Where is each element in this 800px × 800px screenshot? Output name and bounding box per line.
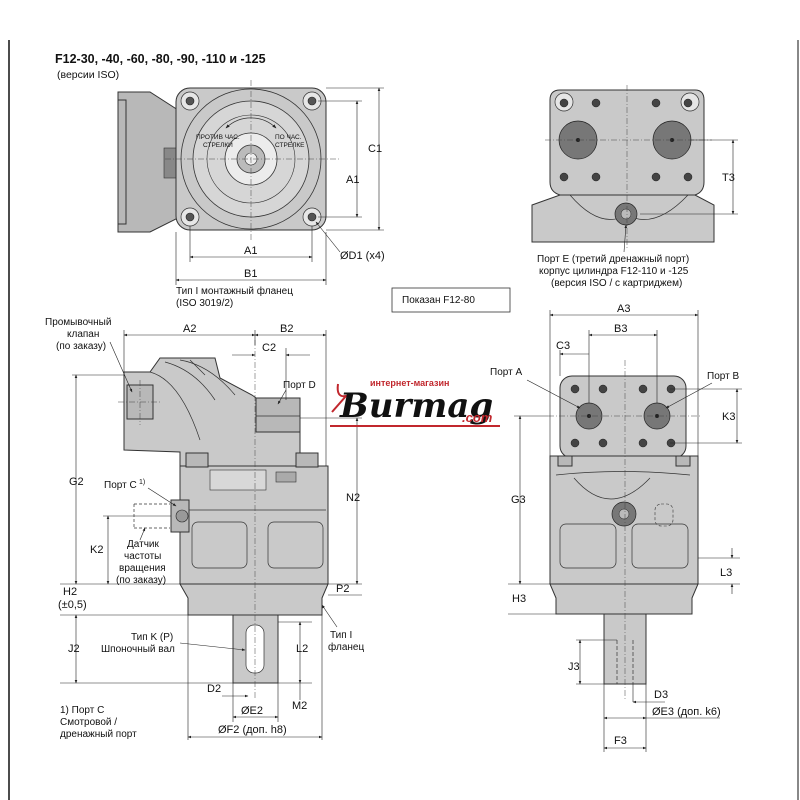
watermark-brand: Burmag [339, 386, 493, 426]
flange-note-2: (ISO 3019/2) [176, 298, 233, 309]
port-c-footnote-ref: 1) [139, 479, 145, 486]
speed-sensor-label-1: Датчик [127, 539, 159, 550]
dim-d2: D2 [207, 683, 221, 695]
speed-sensor-label-4: (по заказу) [116, 575, 166, 586]
dim-a3: A3 [617, 303, 630, 315]
dim-c1: C1 [368, 143, 382, 155]
rotation-cw-2: СТРЕЛКЕ [275, 142, 305, 149]
watermark-logo: интернет-магазин Burmag .com [330, 378, 500, 427]
watermark-top-text: интернет-магазин [370, 378, 449, 388]
dim-h2: H2 [63, 586, 77, 598]
port-e-note-2: корпус цилиндра F12-110 и -125 [539, 266, 689, 277]
footnote-line-2: Смотровой / [60, 717, 117, 728]
rotation-ccw-2: СТРЕЛКИ [203, 142, 233, 149]
dim-c2: C2 [262, 342, 276, 354]
front-view [117, 80, 340, 240]
footnote-line-1: 1) Порт C [60, 705, 104, 716]
port-a-label: Порт A [490, 367, 522, 378]
dim-h2-tolerance: (±0,5) [58, 599, 87, 611]
flush-valve-label-1: Промывочный [45, 317, 111, 328]
dim-b1: B1 [244, 268, 257, 280]
dim-a2: A2 [183, 323, 196, 335]
dim-t3: T3 [722, 172, 735, 184]
dim-k3: K3 [722, 411, 735, 423]
dim-b2: B2 [280, 323, 293, 335]
port-b-label: Порт B [707, 371, 739, 382]
port-e-note-3: (версия ISO / с картриджем) [551, 278, 682, 289]
flange-type-label-2: фланец [328, 641, 364, 653]
dim-g2: G2 [69, 476, 84, 488]
dim-f3: F3 [614, 735, 627, 747]
end-view [548, 360, 700, 700]
dim-p2: P2 [336, 583, 349, 595]
port-c-label: Порт C [104, 480, 137, 491]
dim-k2: K2 [90, 544, 103, 556]
flange-type-label-1: Тип I [330, 630, 352, 641]
dim-e2: ØE2 [241, 705, 263, 717]
speed-sensor-label-2: частоты [124, 551, 161, 562]
dim-a1-vertical: A1 [346, 174, 359, 186]
dim-d1: ØD1 (x4) [340, 250, 385, 262]
dim-l3: L3 [720, 567, 732, 579]
port-d-label: Порт D [283, 380, 316, 391]
dim-e3: ØE3 (доп. k6) [652, 706, 721, 718]
dim-b3: B3 [614, 323, 627, 335]
shaft-type-label-2: Шпоночный вал [101, 644, 175, 655]
speed-sensor-label-3: вращения [119, 563, 166, 574]
dim-a1-horizontal: A1 [244, 245, 257, 257]
shaft-type-label-1: Тип K (P) [131, 632, 173, 643]
port-e-note-1: Порт E (третий дренажный порт) [537, 254, 689, 265]
rotation-cw-1: ПО ЧАС. [275, 134, 302, 141]
dim-j3: J3 [568, 661, 580, 673]
dim-m2: M2 [292, 700, 307, 712]
rotation-ccw-1: ПРОТИВ ЧАС. [196, 134, 240, 141]
dim-l2: L2 [296, 643, 308, 655]
watermark-tld: .com [462, 410, 493, 425]
dim-d3: D3 [654, 689, 668, 701]
dim-c3: C3 [556, 340, 570, 352]
dim-n2: N2 [346, 492, 360, 504]
shown-model-box [391, 287, 511, 313]
shown-model-text: Показан F12-80 [402, 295, 475, 306]
title-models: F12-30, -40, -60, -80, -90, -110 и -125 [55, 52, 266, 66]
dim-h3: H3 [512, 593, 526, 605]
flush-valve-label-3: (по заказу) [56, 341, 106, 352]
flush-valve-label-2: клапан [67, 329, 99, 340]
dim-f2: ØF2 (доп. h8) [218, 724, 287, 736]
dim-g3: G3 [511, 494, 526, 506]
rear-view [531, 85, 715, 250]
dim-j2: J2 [68, 643, 80, 655]
title-iso: (версии ISO) [57, 69, 119, 81]
flange-note-1: Тип I монтажный фланец [176, 285, 293, 297]
footnote-line-3: дренажный порт [60, 729, 137, 740]
